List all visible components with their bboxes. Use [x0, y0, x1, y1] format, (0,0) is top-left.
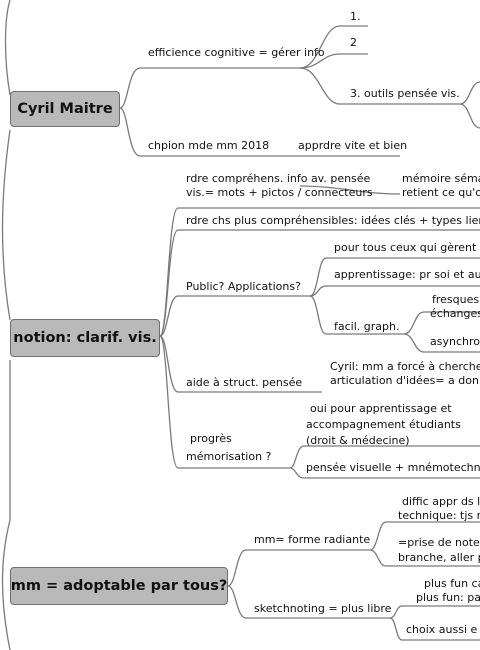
branch-prise-note[interactable]: =prise de note s: [398, 536, 480, 549]
branch-aide-struct[interactable]: aide à struct. pensée: [186, 376, 303, 389]
branch-forme-radiante[interactable]: mm= forme radiante: [254, 533, 371, 546]
branch-efficience[interactable]: efficience cognitive = gérer info: [148, 46, 325, 59]
branch-cyril-mm[interactable]: Cyril: mm a forcé à chercher r: [330, 360, 480, 373]
branch-oui-line3: (droit & médecine): [306, 434, 410, 447]
branch-pour-tous[interactable]: pour tous ceux qui gèrent inf: [334, 241, 480, 254]
branch-diffic-line2: technique: tjs m: [398, 509, 480, 522]
topic-cyril-maitre[interactable]: Cyril Maitre: [10, 91, 120, 127]
branch-choix[interactable]: choix aussi e: [406, 623, 478, 636]
branch-rdre-chs[interactable]: rdre chs plus compréhensibles: idées clé…: [186, 214, 480, 227]
branch-rdre-comprehens-line2: vis.= mots + pictos / connecteurs: [186, 186, 373, 199]
branch-pensee-visuelle[interactable]: pensée visuelle + mnémotechnie: [306, 461, 480, 474]
branch-outils-pensee[interactable]: 3. outils pensée vis.: [350, 87, 460, 100]
branch-memoire[interactable]: mémoire sémar: [402, 172, 480, 185]
branch-oui-apprentissage[interactable]: oui pour apprentissage et: [310, 402, 452, 415]
branch-apprdre[interactable]: apprdre vite et bien: [298, 139, 408, 152]
branch-asynchron[interactable]: asynchron: [430, 335, 480, 348]
branch-apprentissage[interactable]: apprentissage: pr soi et autre: [334, 268, 480, 281]
branch-1[interactable]: 1.: [350, 10, 361, 23]
branch-rdre-comprehens[interactable]: rdre compréhens. info av. pensée: [186, 172, 371, 185]
branch-memoire-line2: retient ce qu'on: [402, 186, 480, 199]
branch-diffic-appr[interactable]: diffic appr ds liv: [402, 495, 480, 508]
branch-prise-line2: branche, aller pl: [398, 551, 480, 564]
branch-fresques[interactable]: fresques: [432, 293, 480, 306]
branch-2[interactable]: 2: [350, 36, 357, 49]
branch-sketchnoting[interactable]: sketchnoting = plus libre: [254, 602, 392, 615]
branch-chpion[interactable]: chpion mde mm 2018: [148, 139, 270, 152]
branch-facil-graph[interactable]: facil. graph.: [334, 320, 400, 333]
branch-oui-line2: accompagnement étudiants: [306, 418, 461, 431]
branch-plus-fun[interactable]: plus fun car: [424, 577, 480, 590]
topic-mm-adoptable[interactable]: mm = adoptable par tous?: [10, 567, 228, 605]
branch-progres-line2: mémorisation ?: [186, 450, 272, 463]
topic-notion-clarif-vis[interactable]: notion: clarif. vis.: [10, 319, 160, 357]
branch-plus-fun-line2: plus fun: pas: [416, 591, 480, 604]
branch-public[interactable]: Public? Applications?: [186, 280, 301, 293]
branch-progres[interactable]: progrès: [190, 432, 232, 445]
branch-echanges: échanges: [430, 307, 480, 320]
branch-cyril-mm-line2: articulation d'idées= a donné: [330, 374, 480, 387]
